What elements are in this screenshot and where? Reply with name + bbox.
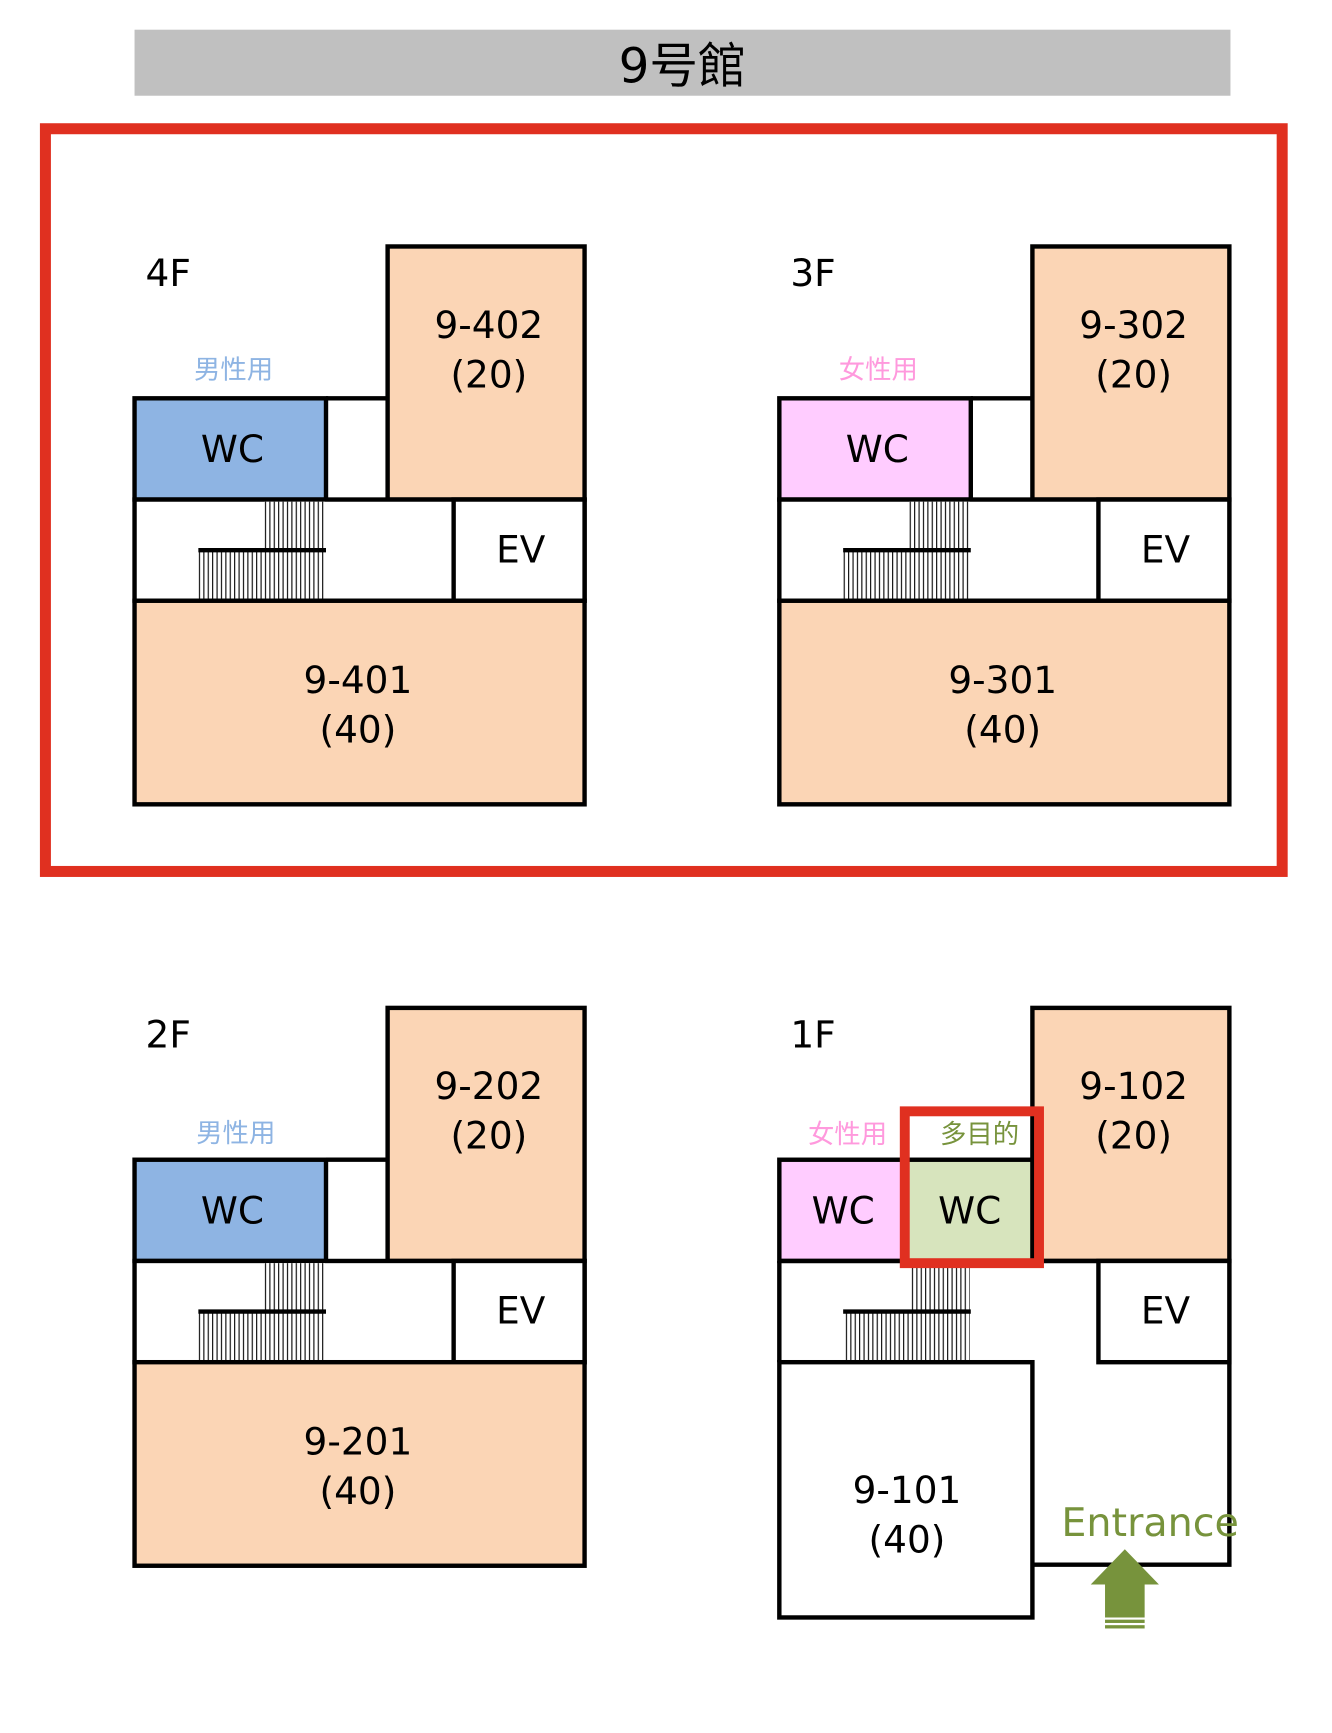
wc-gender-label: 男性用 <box>194 355 273 386</box>
wc-gender-label: 男性用 <box>196 1118 275 1149</box>
wc-female <box>777 396 973 502</box>
highlight-multipurpose-wc <box>899 1106 1044 1269</box>
room-9-202 <box>385 1005 587 1264</box>
floor-label: 2F <box>146 1013 191 1057</box>
room-capacity: (20) <box>1095 1114 1172 1158</box>
stairs <box>909 1263 970 1312</box>
room-9-401 <box>132 598 587 807</box>
room-number: 9-102 <box>1079 1064 1188 1108</box>
title-bar <box>134 29 1231 96</box>
wc-label: WC <box>201 427 264 471</box>
room-capacity: (20) <box>450 352 527 396</box>
wc-gender-label: 女性用 <box>839 355 918 386</box>
floor-label: 3F <box>790 251 835 295</box>
room-9-302 <box>1030 244 1232 502</box>
room-number: 9-101 <box>853 1468 962 1512</box>
room-9-402 <box>385 244 587 502</box>
highlight-upper-floors <box>39 123 1288 877</box>
elevator <box>1096 1258 1232 1365</box>
entrance-label: Entrance <box>1061 1500 1238 1546</box>
floor-4f: 4F 男性用 9-402 (20) WC EV 9-401 (40) <box>132 244 587 807</box>
room-9-301 <box>777 598 1232 807</box>
wc-label: WC <box>846 427 909 471</box>
stairs <box>909 501 970 551</box>
wc-multipurpose <box>902 1157 1035 1264</box>
room-9-201 <box>132 1359 587 1568</box>
elevator <box>451 497 587 603</box>
room-capacity: (40) <box>320 1469 397 1513</box>
stairs <box>264 501 325 551</box>
room-9-101 <box>777 1359 1035 1620</box>
room-capacity: (20) <box>1095 352 1172 396</box>
room-number: 9-301 <box>948 658 1057 702</box>
elevator-label: EV <box>1141 1289 1191 1333</box>
wc-label: WC <box>201 1189 264 1233</box>
building-title: 9号館 <box>619 39 747 95</box>
room-capacity: (40) <box>320 708 397 752</box>
wc-label: WC <box>812 1189 875 1233</box>
elevator-label: EV <box>1141 527 1191 571</box>
room-capacity: (40) <box>964 708 1041 752</box>
floor-label: 4F <box>146 251 191 295</box>
entrance-arrow-icon <box>1090 1549 1159 1629</box>
room-number: 9-401 <box>304 658 413 702</box>
stairs <box>264 1263 325 1312</box>
floor-2f: 2F 男性用 9-202 (20) WC EV 9-201 (40) <box>132 1005 587 1568</box>
elevator <box>1096 497 1232 603</box>
elevator-label: EV <box>496 527 546 571</box>
floor-1f: 1F 女性用 多目的 9-102 (20) WC WC EV 9-101 (40… <box>777 1005 1239 1629</box>
room-number: 9-201 <box>304 1420 413 1464</box>
floor-label: 1F <box>790 1013 835 1057</box>
room-number: 9-402 <box>434 303 543 347</box>
room-number: 9-202 <box>434 1064 543 1108</box>
room-capacity: (20) <box>450 1114 527 1158</box>
elevator-label: EV <box>496 1289 546 1333</box>
room-9-102 <box>1030 1005 1232 1264</box>
wc-gender-label: 女性用 <box>808 1119 887 1150</box>
wc-label: WC <box>938 1189 1001 1233</box>
room-number: 9-302 <box>1079 303 1188 347</box>
multipurpose-wc-label: 多目的 <box>940 1119 1019 1150</box>
floor-3f: 3F 女性用 9-302 (20) WC EV 9-301 (40) <box>777 244 1232 807</box>
wc-male <box>132 1157 329 1264</box>
room-capacity: (40) <box>869 1518 946 1562</box>
